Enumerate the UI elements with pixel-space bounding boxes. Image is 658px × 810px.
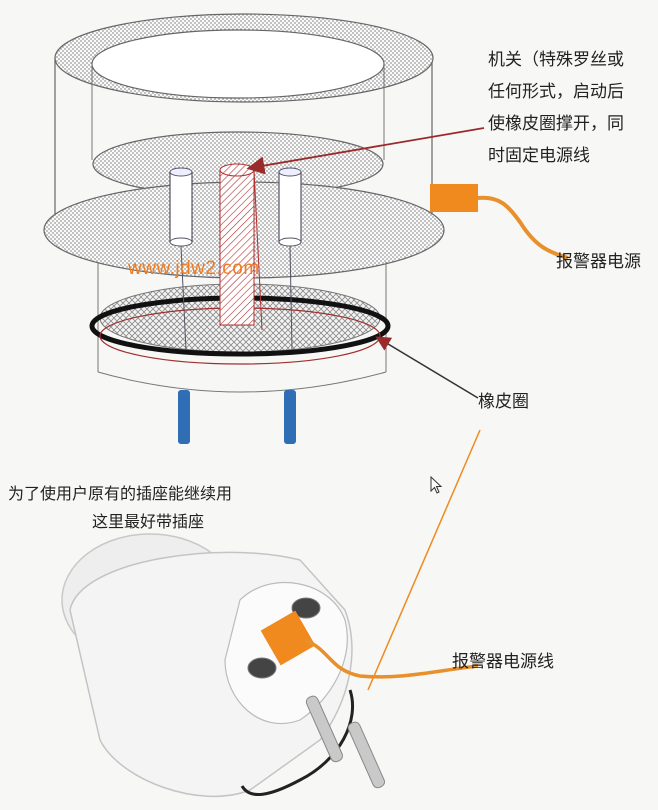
alarm-power-wire-label: 报警器电源线 — [452, 652, 554, 672]
watermark-text: www.jdw2.com — [128, 258, 260, 279]
rubber-ring-label: 橡皮圈 — [478, 392, 529, 412]
switch-mechanism-label: 机关（特殊罗丝或 任何形式，启动后 使橡皮圈撑开，同 时固定电源线 — [488, 44, 656, 172]
cylinder-inner-opening — [91, 29, 385, 99]
device-cylinder — [43, 13, 445, 444]
switch-label-line: 任何形式，启动后 — [488, 82, 624, 102]
note-line: 为了使用户原有的插座能继续用 — [8, 484, 233, 503]
right-socket-tube — [278, 167, 302, 351]
connector-line — [367, 429, 481, 691]
plug-pin-right — [284, 390, 296, 444]
adapter-orange-band — [260, 610, 316, 666]
mouse-cursor-icon — [430, 476, 443, 494]
socket-note-label: 为了使用户原有的插座能继续用 这里最好带插座 — [8, 480, 288, 536]
socket-hole-top — [291, 597, 321, 619]
left-socket-tube — [169, 167, 193, 351]
switch-label-line: 使橡皮圈撑开，同 — [488, 114, 624, 134]
adapter-plug-photo — [61, 533, 479, 798]
adapter-metal-pin-1 — [305, 695, 344, 763]
alarm-power-label: 报警器电源 — [556, 252, 641, 272]
plug-pin-left — [178, 390, 190, 444]
arrow-to-shaft — [246, 127, 485, 175]
center-shaft — [219, 169, 255, 326]
note-line: 这里最好带插座 — [91, 512, 204, 531]
socket-hole-bottom — [247, 657, 277, 679]
switch-label-line: 机关（特殊罗丝或 — [488, 50, 624, 70]
adapter-alarm-wire — [304, 638, 479, 679]
adapter-black-wire — [240, 689, 355, 797]
arrow-to-gasket — [375, 336, 479, 399]
switch-label-line: 时固定电源线 — [488, 146, 590, 166]
adapter-metal-pin-2 — [347, 721, 386, 789]
alarm-power-cable — [477, 195, 569, 260]
cable-clip — [430, 184, 478, 212]
